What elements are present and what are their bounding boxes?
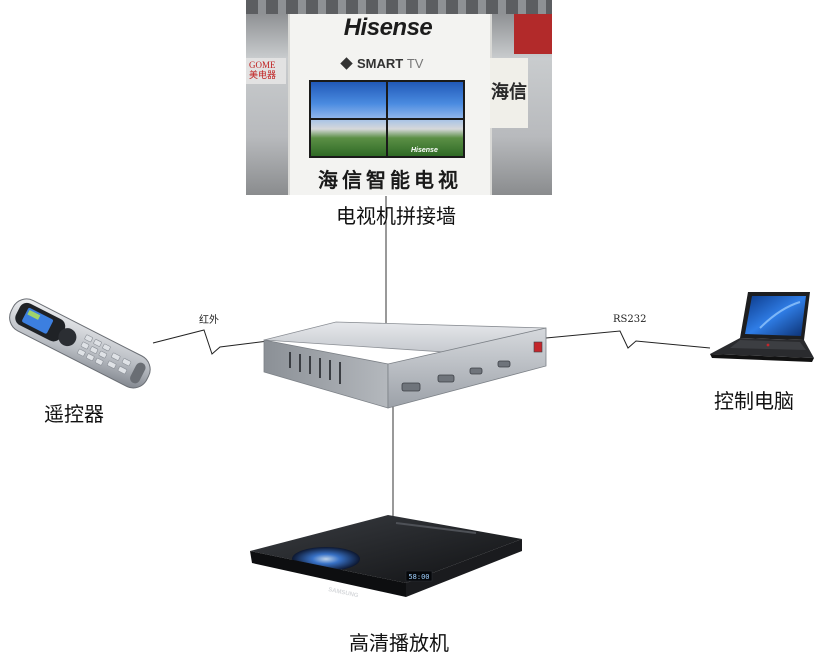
- tv-chinese-sign: 海信智能电视: [318, 167, 462, 192]
- pc-label: 控制电脑: [714, 389, 794, 413]
- hd-player-image: 58:00 SAMSUNG: [250, 515, 522, 599]
- screen-brand-text: Hisense: [411, 147, 438, 154]
- tv-brand-sign: Hisense: [343, 14, 433, 41]
- store-shelf: [514, 14, 552, 54]
- screen-panel: [388, 120, 463, 156]
- ir-link-label: 红外: [199, 315, 219, 326]
- player-label: 高清播放机: [349, 631, 449, 655]
- video-wall-screens: [309, 80, 465, 158]
- store-ceiling: [246, 0, 552, 14]
- rs232-link-label: RS232: [613, 314, 647, 325]
- player-display-text: 58:00: [408, 573, 429, 581]
- cube-icon: [340, 57, 353, 70]
- smart-tv-logo: SMART TV: [340, 56, 451, 72]
- screen-panel: [388, 82, 463, 118]
- player-brand-text: SAMSUNG: [328, 587, 360, 599]
- rs232-link-line: [545, 330, 711, 349]
- screen-panel: [311, 120, 386, 156]
- remote-label: 遥控器: [44, 402, 104, 426]
- tv-wall-label: 电视机拼接墙: [336, 204, 456, 228]
- side-sign: 海信: [490, 58, 528, 128]
- remote-control-image: [9, 298, 151, 389]
- screen-panel: [311, 82, 386, 118]
- wall-controller-box: [263, 321, 547, 409]
- laptop-image: [710, 292, 814, 362]
- ir-link-line: [152, 329, 269, 355]
